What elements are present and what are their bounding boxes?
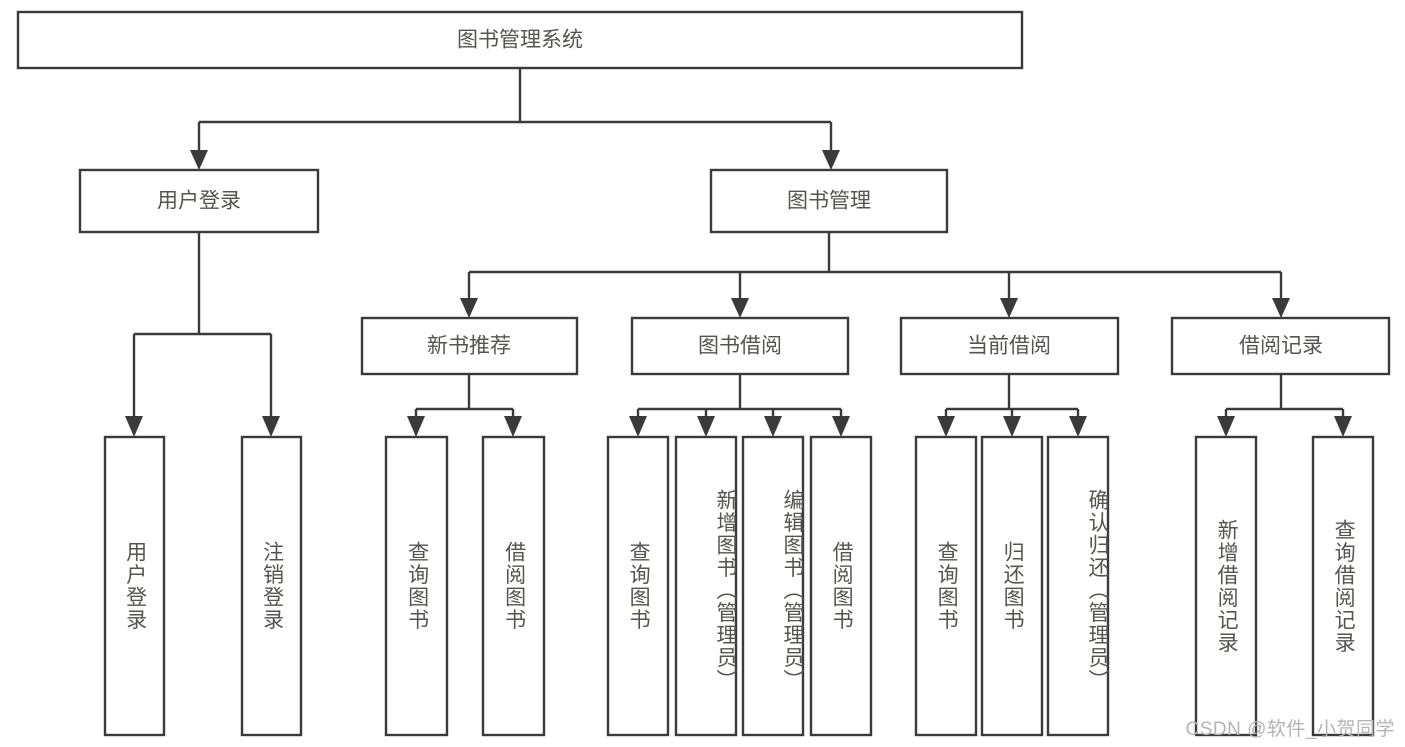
arrow-icon-to-leaf-query-borrow-record <box>1334 416 1352 437</box>
arrowhead-group <box>125 150 1352 437</box>
arrow-icon-to-current-borrow <box>1000 298 1018 318</box>
arrow-icon-to-leaf-query-book-1 <box>407 416 425 437</box>
node-leaf-borrow-book-1[interactable] <box>481 435 546 737</box>
node-box-group: 图书管理系统 用户登录 图书管理 新书推荐 图书借阅 当前借阅 借阅记录 <box>16 10 1391 737</box>
arrow-icon-to-leaf-add-borrow-record <box>1217 416 1235 437</box>
node-leaf-query-borrow-record[interactable] <box>1311 435 1375 737</box>
arrow-icon-to-new-book-recommend <box>460 298 478 318</box>
arrow-icon-to-leaf-query-book-2 <box>629 416 647 437</box>
arrow-icon-to-leaf-user-logout <box>262 416 280 437</box>
node-book-manage[interactable] <box>709 168 949 234</box>
arrow-icon-to-leaf-borrow-book-2 <box>832 416 850 437</box>
node-book-borrow[interactable] <box>630 316 850 376</box>
arrow-icon-to-leaf-edit-book <box>764 416 782 437</box>
arrow-icon-to-leaf-query-book-3 <box>937 416 955 437</box>
arrow-icon-to-leaf-return-book <box>1003 416 1021 437</box>
arrow-icon-to-leaf-borrow-book-1 <box>504 416 522 437</box>
arrow-icon-to-leaf-add-book <box>697 416 715 437</box>
arrow-icon-to-leaf-confirm-return <box>1069 416 1087 437</box>
node-book-borrow-label: 图书借阅 <box>698 335 782 358</box>
node-root-label: 图书管理系统 <box>457 29 583 52</box>
watermark-text: CSDN @软件_小贺同学 <box>1185 719 1395 740</box>
node-current-borrow[interactable] <box>899 316 1120 376</box>
node-new-book-recommend-label: 新书推荐 <box>427 335 511 358</box>
arrow-icon-to-borrow-record <box>1272 298 1290 318</box>
node-leaf-query-book-2[interactable] <box>606 435 670 737</box>
node-borrow-record[interactable] <box>1170 316 1391 376</box>
node-leaf-add-borrow-record[interactable] <box>1194 435 1258 737</box>
node-leaf-return-book[interactable] <box>980 435 1044 737</box>
node-leaf-user-logout[interactable] <box>240 435 303 737</box>
node-borrow-record-label: 借阅记录 <box>1239 335 1323 358</box>
node-current-borrow-label: 当前借阅 <box>967 335 1051 358</box>
node-root[interactable] <box>16 10 1024 70</box>
node-leaf-user-login[interactable] <box>103 435 166 737</box>
node-book-manage-label: 图书管理 <box>787 190 871 213</box>
node-user-login-label: 用户登录 <box>157 190 241 213</box>
node-leaf-edit-book[interactable] <box>741 435 805 737</box>
node-new-book-recommend[interactable] <box>360 316 579 376</box>
arrow-icon-to-book-borrow <box>731 298 749 318</box>
arrow-icon-to-user-login <box>190 150 208 170</box>
node-leaf-borrow-book-2[interactable] <box>809 435 873 737</box>
node-user-login[interactable] <box>78 168 320 234</box>
node-leaf-query-book-3[interactable] <box>914 435 978 737</box>
node-leaf-add-book[interactable] <box>674 435 738 737</box>
node-leaf-query-book-1[interactable] <box>384 435 449 737</box>
arrow-icon-to-book-manage <box>822 150 840 170</box>
arrow-icon-to-leaf-user-login <box>125 416 143 437</box>
node-leaf-confirm-return[interactable] <box>1046 435 1110 737</box>
